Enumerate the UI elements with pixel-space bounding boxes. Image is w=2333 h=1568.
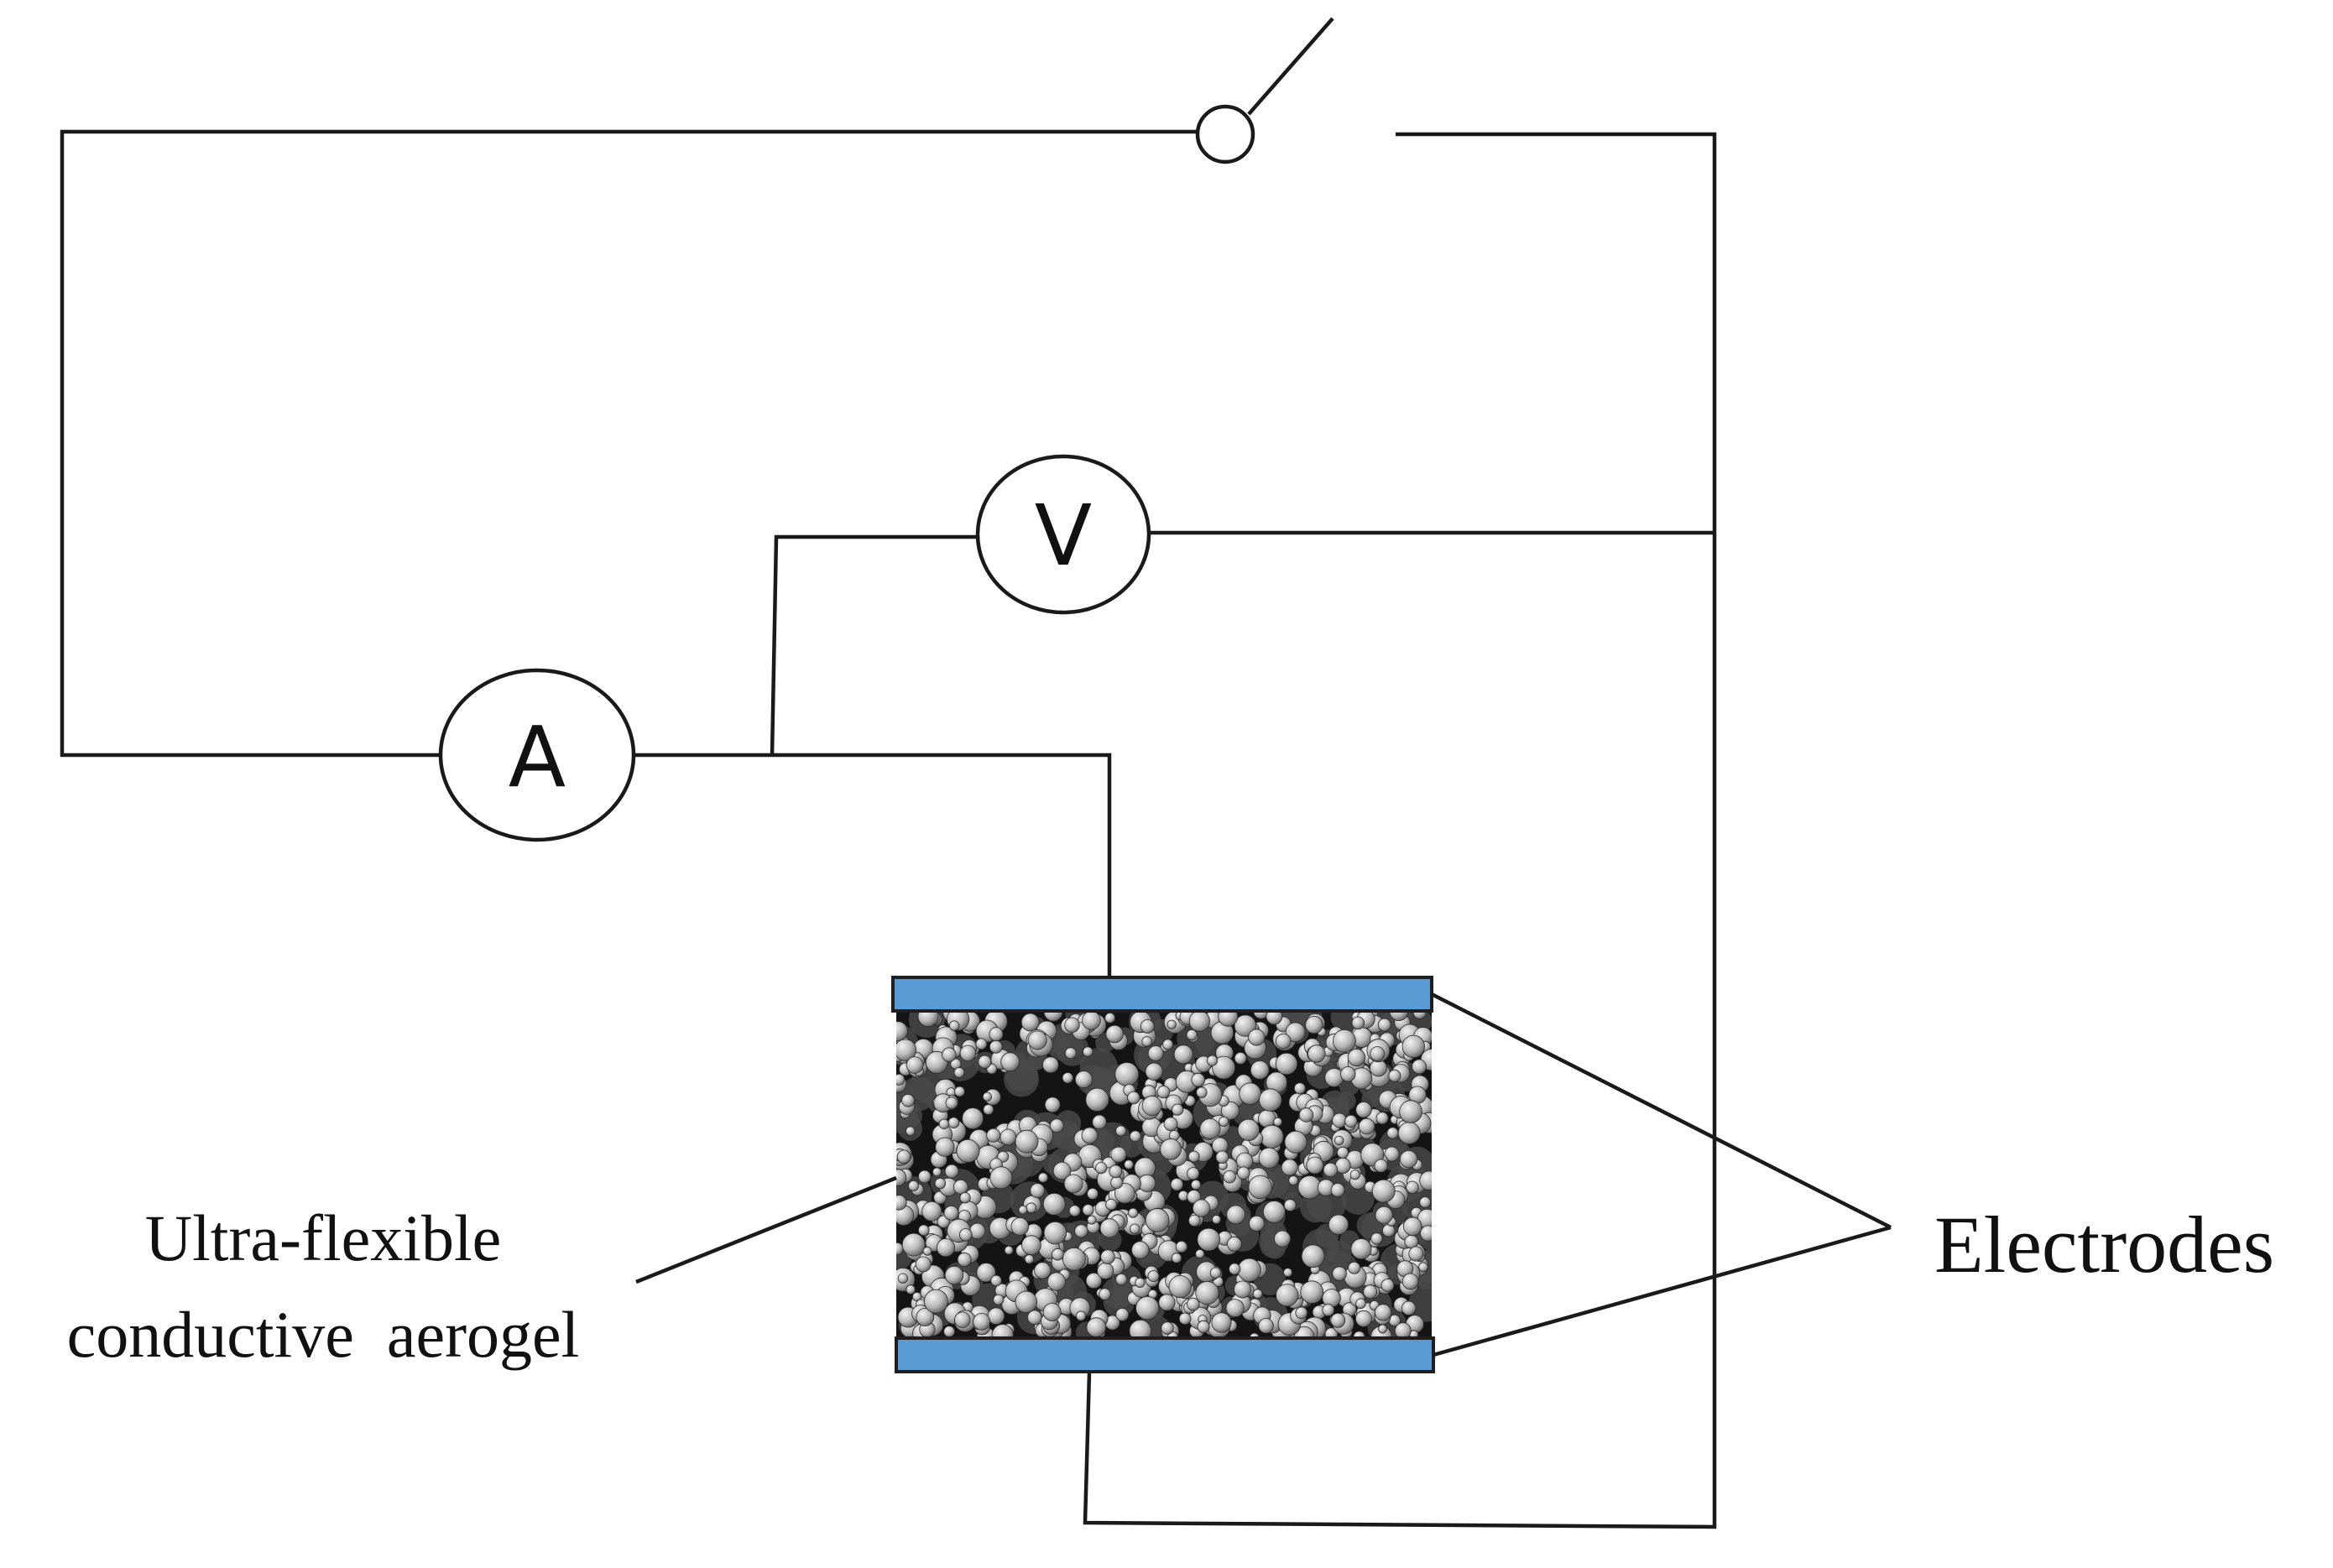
aerogel-label-line1: Ultra-flexible: [145, 1201, 501, 1274]
ammeter-label: A: [509, 708, 566, 806]
switch-blade: [1247, 17, 1334, 116]
ammeter-circle: [438, 668, 636, 842]
switch-pivot: [1195, 104, 1255, 164]
voltmeter-label: V: [1035, 487, 1092, 585]
electrodes-label: Electrodes: [1934, 1200, 2274, 1289]
voltmeter: V: [975, 454, 1151, 615]
wire-junction-to-voltmeter: [770, 534, 978, 756]
top-electrode: [891, 976, 1433, 1013]
wire-ammeter-to-junction: [633, 753, 1112, 977]
electrodes-leader-top: [1430, 992, 1892, 1230]
voltmeter-circle: [975, 454, 1151, 615]
aerogel-leader-line: [635, 1175, 897, 1284]
aerogel-label-line2: conductive aerogel: [67, 1298, 580, 1371]
circuit-wires: [60, 17, 1717, 1529]
wire-right-rail: [1083, 132, 1717, 1529]
electrodes-leader-bottom: [1433, 1225, 1892, 1357]
leader-lines: [635, 992, 1892, 1357]
aerogel-granules: [896, 1011, 1432, 1338]
aerogel-sample: [896, 1011, 1432, 1338]
bottom-electrode: [895, 1336, 1435, 1373]
wire-top-left: [60, 129, 1198, 758]
ammeter: A: [438, 668, 636, 842]
